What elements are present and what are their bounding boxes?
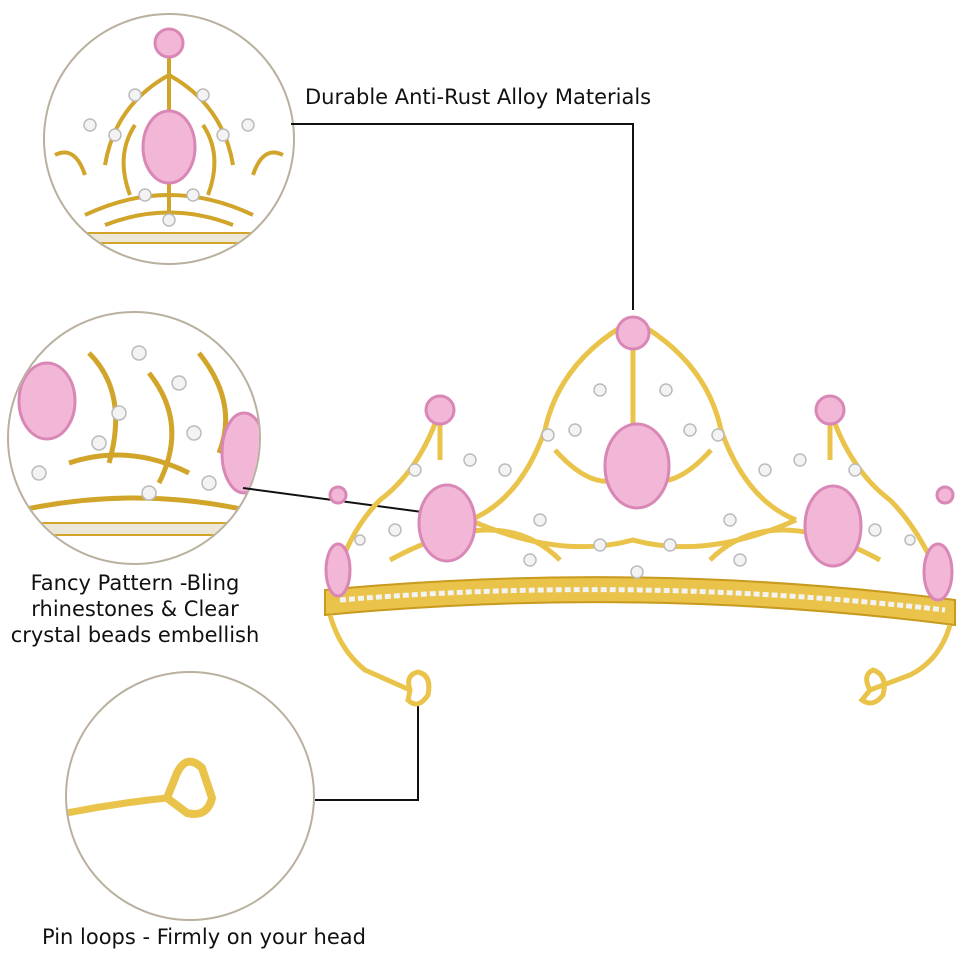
pin-loop-icon bbox=[67, 757, 217, 818]
crown-top-detail-zoom bbox=[43, 13, 295, 265]
rhinestone-pattern-zoom bbox=[7, 311, 261, 565]
rhinestone-pattern-icon bbox=[9, 345, 259, 536]
callout-fancy-pattern: Fancy Pattern -Bling rhinestones & Clear… bbox=[10, 571, 260, 647]
callout-alloy-materials: Durable Anti-Rust Alloy Materials bbox=[305, 85, 652, 109]
crown-top-detail-icon bbox=[54, 27, 284, 244]
callout-pin-loops: Pin loops - Firmly on your head bbox=[42, 925, 366, 949]
pin-loop-zoom bbox=[65, 671, 315, 921]
